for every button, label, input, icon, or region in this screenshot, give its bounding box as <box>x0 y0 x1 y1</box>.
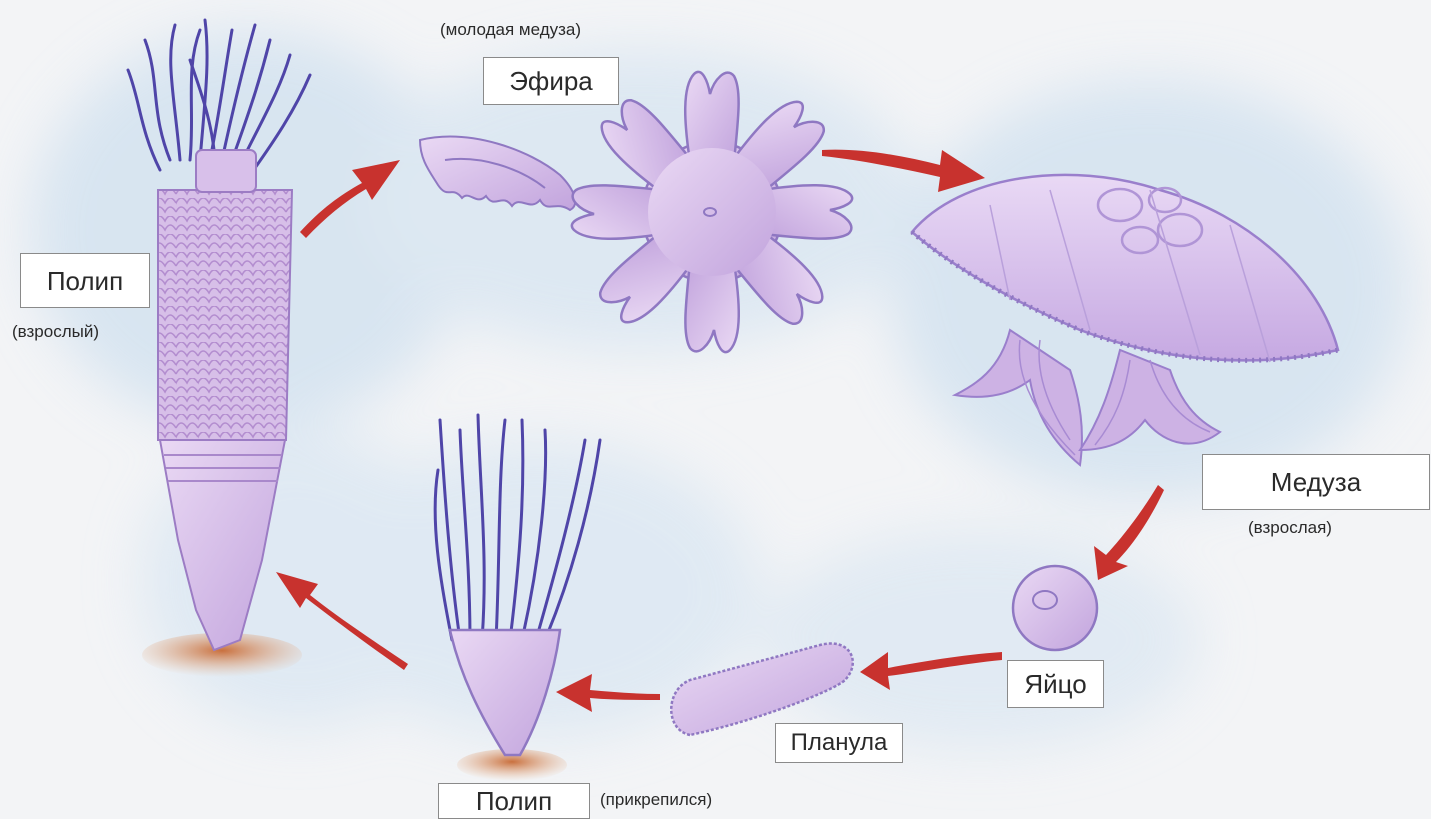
label-ephyra: Эфира <box>483 57 619 105</box>
label-polyp-attached: Полип <box>438 783 590 819</box>
label-polyp-adult-note: (взрослый) <box>12 322 99 342</box>
label-egg: Яйцо <box>1007 660 1104 708</box>
label-medusa-note: (взрослая) <box>1248 518 1332 538</box>
label-medusa: Медуза <box>1202 454 1430 510</box>
egg-illustration <box>1013 566 1097 650</box>
label-polyp-adult: Полип <box>20 253 150 308</box>
label-planula: Планула <box>775 723 903 763</box>
label-polyp-attached-note: (прикрепился) <box>600 790 712 810</box>
label-ephyra-note: (молодая медуза) <box>440 20 581 40</box>
